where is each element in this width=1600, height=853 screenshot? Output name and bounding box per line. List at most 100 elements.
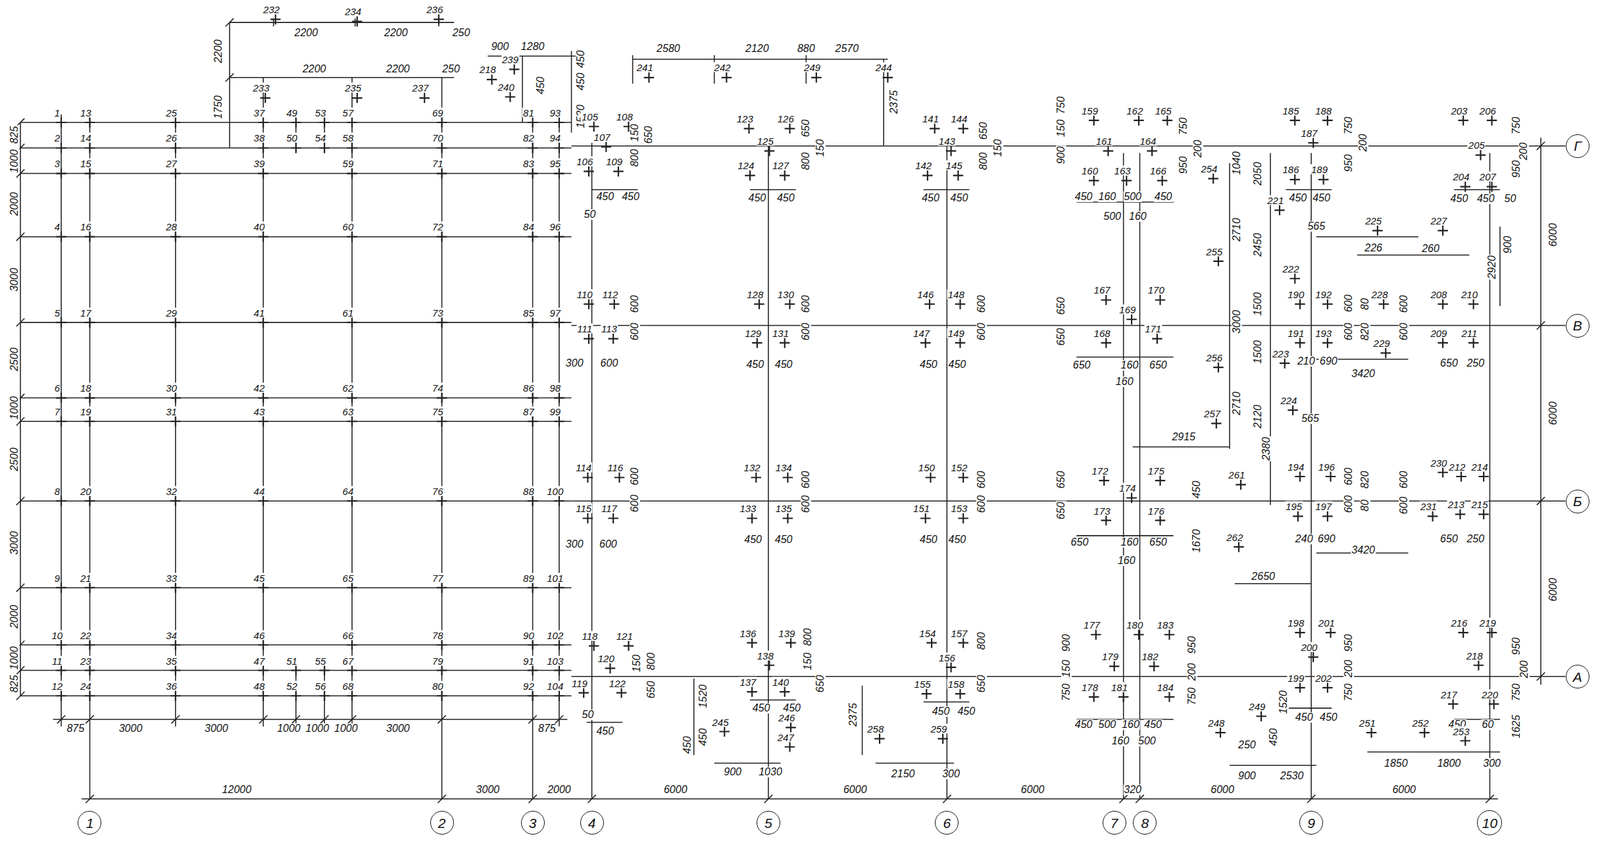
point-cross xyxy=(84,168,96,179)
dimension-value: 2920 xyxy=(1486,255,1498,281)
point-number: 83 xyxy=(522,158,535,169)
point-cross xyxy=(84,231,96,243)
dimension-value: 650 xyxy=(1148,536,1168,548)
point-cross xyxy=(926,637,937,649)
point-number: 80 xyxy=(431,680,445,691)
dimension-value: 450 xyxy=(751,702,772,714)
point-number: 254 xyxy=(1200,163,1218,174)
dimension-value: 825 xyxy=(9,125,20,145)
point-cross xyxy=(1437,225,1449,237)
point-number: 125 xyxy=(756,136,775,147)
point-number: 234 xyxy=(344,6,362,17)
axis-bubble: В xyxy=(1565,313,1590,338)
dimension-value: 600 xyxy=(976,494,987,514)
point-cross xyxy=(874,733,885,745)
point-cross xyxy=(290,142,302,154)
dimension-value: 2375 xyxy=(888,89,900,115)
dimension-value: 500 xyxy=(1097,719,1117,730)
point-number: 66 xyxy=(342,629,355,640)
dimension-value: 950 xyxy=(1511,636,1522,656)
point-cross xyxy=(764,659,775,671)
dimension-value: 3000 xyxy=(203,723,229,734)
point-cross xyxy=(351,92,363,104)
point-number: 178 xyxy=(1080,681,1099,692)
dimension-value: 875 xyxy=(537,723,557,734)
point-number: 21 xyxy=(79,572,93,583)
point-cross xyxy=(605,663,616,674)
point-number: 135 xyxy=(775,503,793,514)
point-cross xyxy=(257,317,269,328)
dimension-value: 1850 xyxy=(1383,757,1409,769)
dimension-value: 600 xyxy=(1343,494,1354,514)
point-cross xyxy=(753,298,765,310)
point-number: 161 xyxy=(1095,136,1114,147)
point-number: 198 xyxy=(1286,617,1305,628)
point-cross xyxy=(436,495,448,506)
point-number: 86 xyxy=(522,382,535,393)
point-cross xyxy=(527,392,539,404)
dimension-value: 2120 xyxy=(744,43,770,54)
dimension-value: 2200 xyxy=(294,27,320,39)
point-number: 174 xyxy=(1118,482,1137,493)
survey-point-crosses xyxy=(55,14,1499,752)
point-number: 205 xyxy=(1467,140,1486,150)
dimension-value: 450 xyxy=(575,50,587,70)
dimension-value: 600 xyxy=(800,470,812,490)
point-number: 90 xyxy=(522,629,535,640)
point-cross xyxy=(170,639,181,650)
dimension-value: 200 xyxy=(1357,133,1369,153)
point-number: 143 xyxy=(938,136,956,147)
point-number: 115 xyxy=(575,503,593,514)
point-number: 54 xyxy=(314,132,327,143)
dimension-value: 600 xyxy=(1343,293,1354,313)
dimension-value: 450 xyxy=(682,735,693,755)
point-cross xyxy=(1378,298,1389,310)
dimension-value: 160 xyxy=(1128,211,1148,222)
point-cross xyxy=(1279,357,1291,369)
point-number: 184 xyxy=(1156,681,1175,692)
point-number: 221 xyxy=(1266,195,1285,206)
dimension-value: 1000 xyxy=(9,396,20,422)
dimension-value: 160 xyxy=(1097,191,1117,202)
point-number: 107 xyxy=(593,131,612,142)
dimension-value: 6000 xyxy=(663,784,689,795)
point-cross xyxy=(922,170,933,181)
dimension-value: 800 xyxy=(646,651,657,672)
dimension-value: 800 xyxy=(802,626,814,647)
point-cross xyxy=(1455,471,1467,482)
point-cross xyxy=(1448,698,1459,710)
dimension-value: 650 xyxy=(643,125,654,145)
dimension-lines xyxy=(16,18,1545,803)
dimension-value: 500 xyxy=(1102,211,1122,222)
point-number: 40 xyxy=(253,221,266,232)
point-number: 72 xyxy=(431,221,445,232)
point-cross xyxy=(601,141,612,152)
dimension-value: 150 xyxy=(629,123,641,143)
dimension-value: 200 xyxy=(1518,141,1529,161)
point-number: 131 xyxy=(771,327,790,338)
axis-name: 3 xyxy=(528,815,537,830)
point-cross xyxy=(436,665,448,676)
dimension-value: 600 xyxy=(1343,467,1354,487)
point-number: 50 xyxy=(285,132,299,143)
point-cross xyxy=(1419,726,1430,738)
point-cross xyxy=(1101,515,1112,526)
point-cross xyxy=(583,166,595,177)
point-number: 38 xyxy=(253,132,266,143)
point-cross xyxy=(1133,628,1145,640)
point-cross xyxy=(55,415,67,427)
dimension-value: 900 xyxy=(490,41,510,52)
dimension-value: 2200 xyxy=(383,27,409,39)
dimension-value: 750 xyxy=(1061,682,1072,702)
point-number: 162 xyxy=(1125,105,1144,116)
point-number: 181 xyxy=(1110,681,1129,692)
point-number: 82 xyxy=(522,132,535,143)
point-number: 76 xyxy=(431,486,445,497)
point-number: 146 xyxy=(916,288,935,299)
dimension-value: 600 xyxy=(600,357,620,369)
dimension-value: 2915 xyxy=(1171,431,1197,443)
point-cross xyxy=(1322,682,1333,693)
dimension-value: 450 xyxy=(1153,191,1174,202)
point-cross xyxy=(583,298,595,310)
point-number: 42 xyxy=(253,382,266,393)
